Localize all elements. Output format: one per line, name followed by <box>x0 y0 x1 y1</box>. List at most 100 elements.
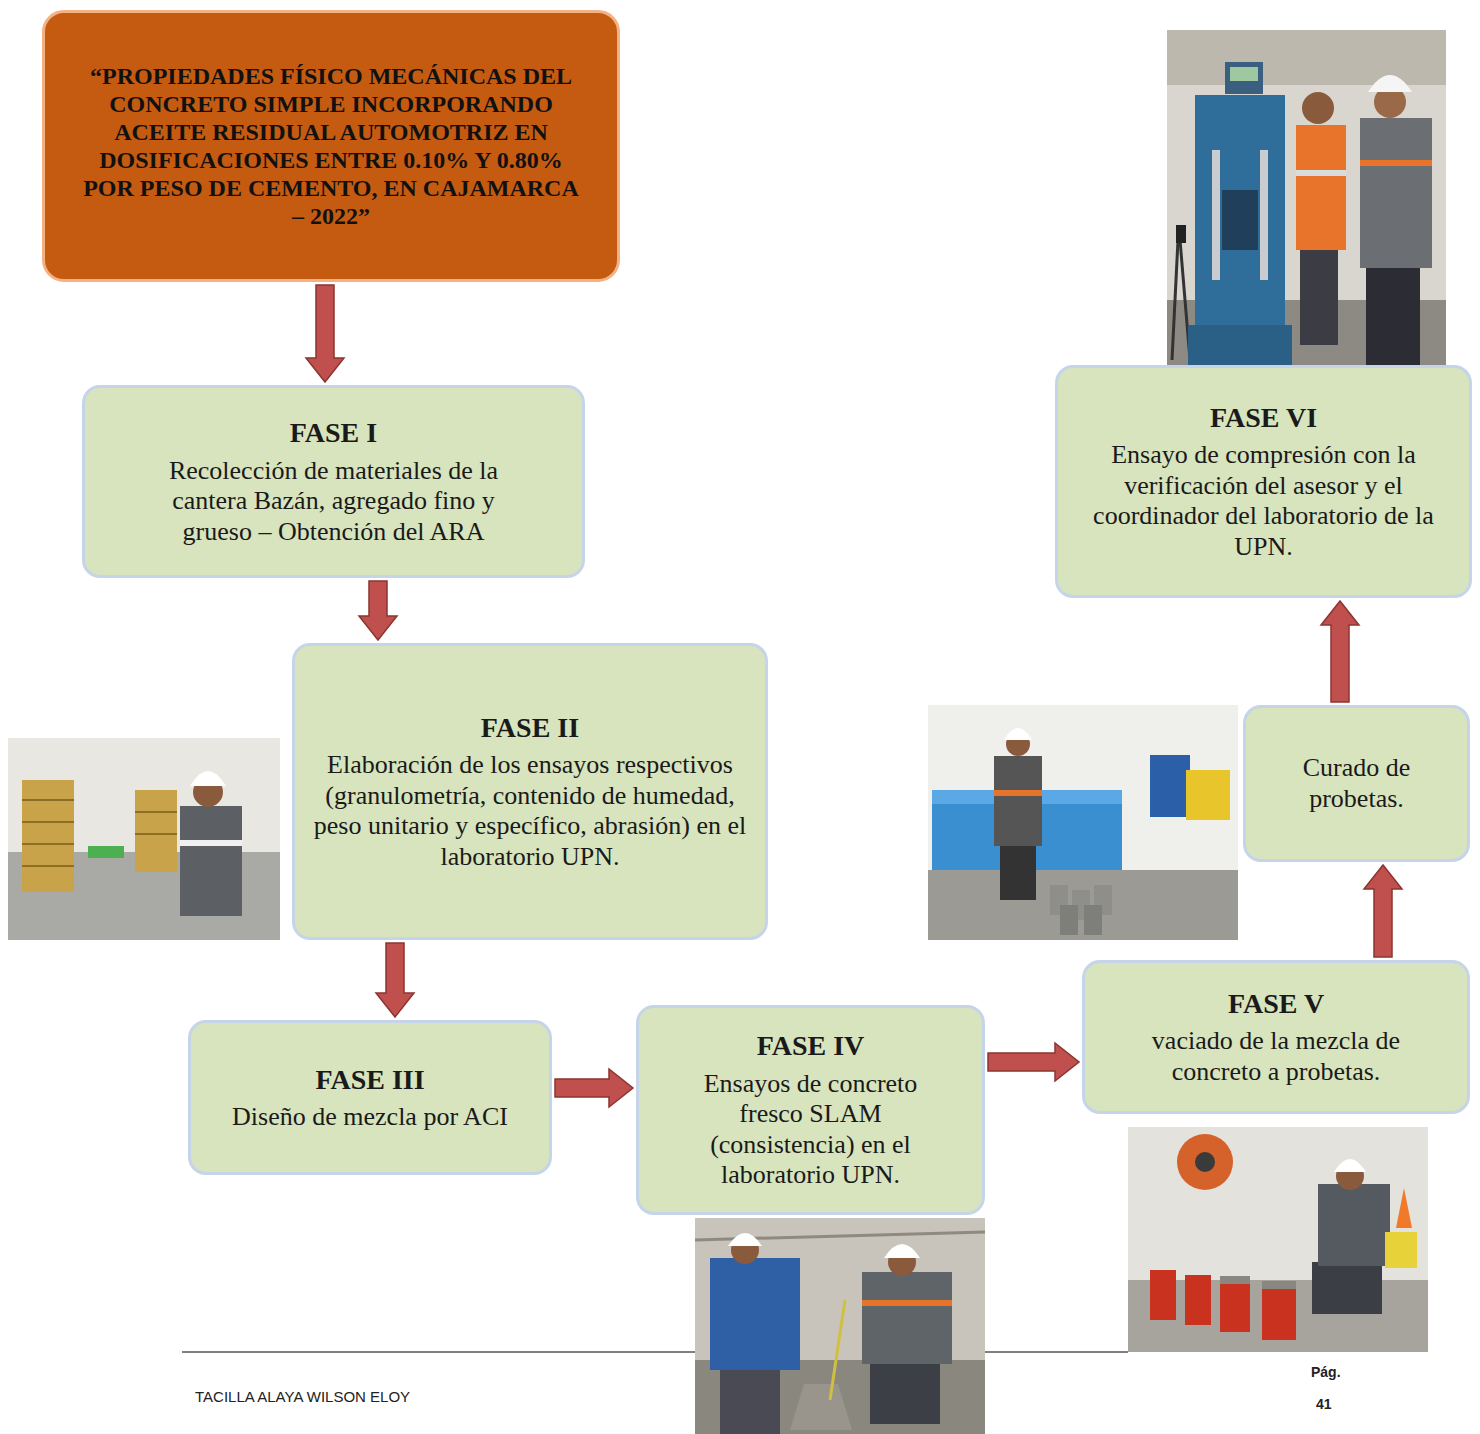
photo-detail <box>1220 1276 1250 1284</box>
photo-detail <box>928 705 1238 940</box>
process-box: FASE V vaciado de la mezcla de concreto a… <box>1082 960 1470 1114</box>
photo-casting <box>1128 1127 1428 1352</box>
photo-detail <box>862 1300 952 1306</box>
photo-detail <box>1312 1262 1382 1314</box>
photo-detail <box>1368 75 1412 92</box>
title-box: “PROPIEDADES FÍSICO MECÁNICAS DEL CONCRE… <box>42 10 620 282</box>
photo-detail <box>1300 250 1338 345</box>
footer-rule <box>182 1352 1128 1353</box>
photo-detail <box>720 1368 780 1434</box>
photo-detail <box>22 799 74 801</box>
photo-detail <box>135 790 177 872</box>
page-label: Pág. <box>1311 1364 1341 1380</box>
photo-curing <box>928 705 1238 940</box>
photo-detail <box>1360 118 1432 268</box>
photo-detail <box>1222 190 1258 250</box>
process-box: Curado de probetas. <box>1243 705 1470 862</box>
photo-detail <box>994 756 1042 846</box>
photo-detail <box>862 1272 952 1364</box>
photo-detail <box>1318 1184 1390 1266</box>
photo-detail <box>1262 1281 1296 1289</box>
photo-detail <box>928 870 1238 940</box>
process-box: FASE I Recolección de materiales de la ca… <box>82 385 585 578</box>
photo-detail <box>830 1300 845 1400</box>
photo-detail <box>1150 1270 1176 1320</box>
phase-heading: FASE III <box>315 1063 424 1097</box>
photo-detail <box>1302 92 1334 124</box>
block-arrow <box>1321 601 1359 702</box>
block-arrow <box>1364 865 1402 957</box>
phase-text: Diseño de mezcla por ACI <box>232 1102 508 1132</box>
photo-detail <box>22 821 74 823</box>
photo-detail <box>1385 1232 1417 1268</box>
photo-detail <box>884 1244 920 1258</box>
phase-text: Ensayo de compresión con la verificación… <box>1078 440 1449 562</box>
author-name: TACILLA ALAYA WILSON ELOY <box>195 1388 410 1405</box>
photo-detail <box>1167 30 1446 85</box>
phase-text: Curado de probetas. <box>1276 753 1437 814</box>
photo-detail <box>1150 755 1190 817</box>
photo-detail <box>1296 170 1346 176</box>
photo-detail <box>1185 1275 1211 1325</box>
photo-detail <box>1188 325 1292 365</box>
photo-detail <box>1004 728 1032 740</box>
photo-detail <box>1220 1280 1250 1332</box>
photo-detail <box>870 1364 940 1424</box>
photo-detail <box>1212 150 1220 280</box>
photo-compression-test <box>1167 30 1446 368</box>
photo-detail <box>22 843 74 845</box>
photo-detail <box>1128 1127 1428 1352</box>
photo-detail <box>1366 268 1420 368</box>
photo-slump-test <box>695 1218 985 1434</box>
photo-detail <box>1334 1159 1366 1172</box>
photo-detail <box>1195 1152 1215 1172</box>
photo-detail <box>1260 150 1268 280</box>
photo-detail <box>1172 240 1178 360</box>
photo-detail <box>695 1360 985 1434</box>
photo-detail <box>1176 225 1186 243</box>
phase-text: vaciado de la mezcla de concreto a probe… <box>1125 1026 1427 1087</box>
photo-detail <box>1084 905 1102 935</box>
phase-heading: FASE VI <box>1210 401 1317 435</box>
photo-detail <box>1360 160 1432 166</box>
photo-detail <box>1177 1134 1233 1190</box>
block-arrow <box>555 1069 633 1107</box>
photo-detail <box>1396 1188 1412 1228</box>
photo-detail <box>1167 30 1446 368</box>
photo-detail <box>135 833 177 835</box>
phase-heading: FASE IV <box>757 1029 865 1063</box>
block-arrow <box>306 285 344 382</box>
photo-detail <box>1000 845 1036 900</box>
photo-detail <box>180 840 242 846</box>
photo-detail <box>1225 62 1263 94</box>
block-arrow <box>988 1043 1079 1081</box>
phase-heading: FASE II <box>481 711 579 745</box>
process-box: FASE VI Ensayo de compresión con la verif… <box>1055 365 1472 598</box>
photo-sieving <box>8 738 280 940</box>
phase-text: Recolección de materiales de la cantera … <box>140 456 527 547</box>
process-box: FASE IV Ensayos de concreto fresco SLAM (… <box>636 1005 985 1215</box>
photo-detail <box>190 771 226 786</box>
title-text: “PROPIEDADES FÍSICO MECÁNICAS DEL CONCRE… <box>75 62 587 230</box>
block-arrow <box>359 581 397 640</box>
photo-detail <box>8 738 280 940</box>
photo-detail <box>790 1384 852 1430</box>
photo-detail <box>135 811 177 813</box>
photo-detail <box>1262 1285 1296 1340</box>
photo-detail <box>1195 95 1285 335</box>
photo-detail <box>88 846 124 858</box>
photo-detail <box>994 790 1042 796</box>
process-box: FASE IIElaboración de los ensayos respec… <box>292 643 768 940</box>
photo-detail <box>1230 67 1258 81</box>
page-number: 41 <box>1316 1396 1332 1412</box>
phase-text: Ensayos de concreto fresco SLAM (consist… <box>669 1069 952 1191</box>
photo-detail <box>1060 905 1078 935</box>
process-box: FASE III Diseño de mezcla por ACI <box>188 1020 552 1175</box>
phase-heading: FASE I <box>290 416 377 450</box>
photo-detail <box>728 1233 762 1246</box>
photo-detail <box>695 1218 985 1434</box>
phase-heading: FASE V <box>1228 987 1324 1021</box>
photo-detail <box>22 865 74 867</box>
photo-detail <box>1296 125 1346 250</box>
